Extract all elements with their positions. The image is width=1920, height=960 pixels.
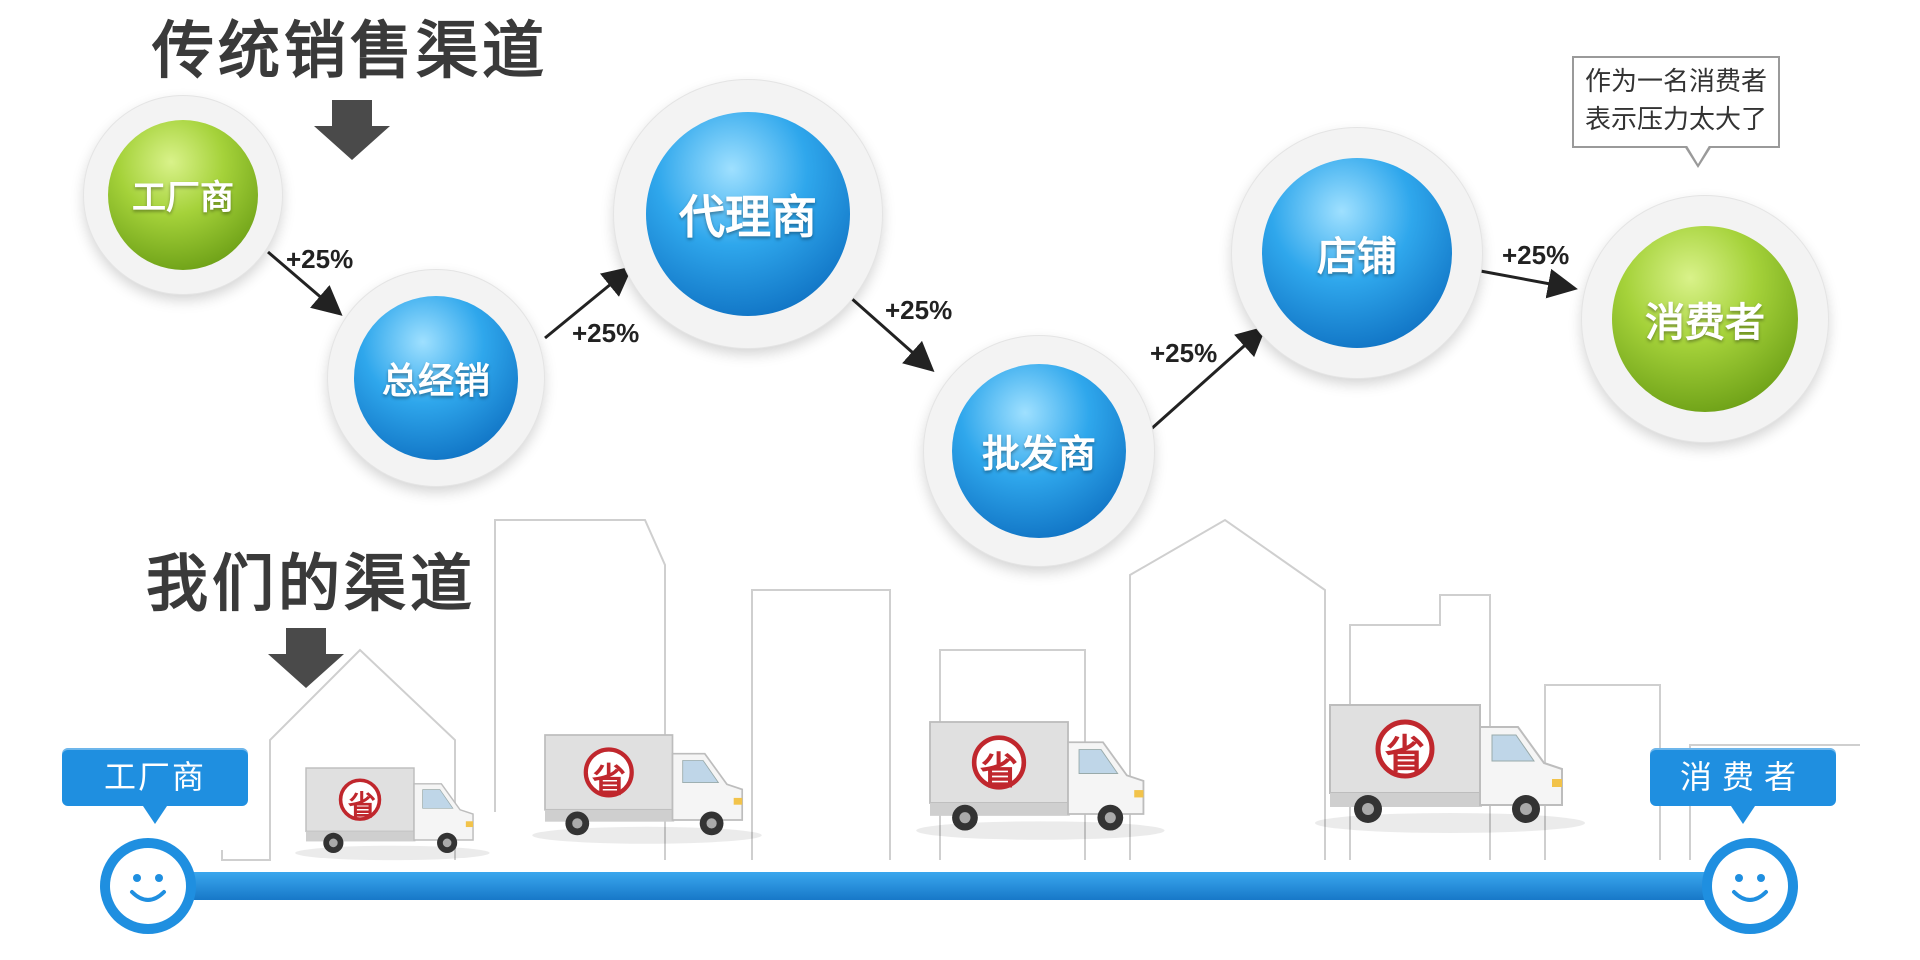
- node-label: 代理商: [678, 189, 817, 244]
- down-arrow-icon: [268, 628, 344, 688]
- node-factory: 工厂商: [84, 96, 282, 294]
- truck-1: [293, 766, 492, 862]
- down-arrow-icon: [314, 100, 390, 160]
- node-wholesaler: 批发商: [924, 336, 1154, 566]
- speech-line: 作为一名消费者: [1584, 67, 1767, 97]
- markup-label: +25%: [572, 318, 640, 348]
- markup-label: +25%: [1150, 338, 1218, 368]
- truck-mark: 省: [592, 761, 626, 801]
- truck-mark: 省: [1385, 732, 1425, 778]
- node-agent: 代理商: [614, 80, 882, 348]
- node-consumer: 消费者: [1582, 196, 1828, 442]
- speech-bubble-tail: [1684, 144, 1712, 168]
- node-label: 消费者: [1644, 299, 1765, 346]
- node-general-distributor: 总经销: [328, 270, 544, 486]
- direct-channel-bar: [150, 872, 1750, 900]
- node-label: 批发商: [981, 432, 1096, 477]
- our-channel-title: 我们的渠道: [146, 547, 477, 620]
- start-label-factory: 工厂商: [62, 748, 248, 806]
- truck-mark: 省: [347, 789, 376, 822]
- truck-2: [532, 735, 762, 844]
- tag-pointer: [143, 806, 167, 824]
- end-label-consumer: 消费者: [1650, 748, 1836, 806]
- speech-line: 表示压力太大了: [1584, 105, 1767, 135]
- consumer-smiley-icon: [1702, 838, 1798, 934]
- node-store: 店铺: [1232, 128, 1482, 378]
- traditional-channel-title: 传统销售渠道: [152, 14, 549, 87]
- tag-pointer: [1731, 806, 1755, 824]
- truck-3: [916, 722, 1164, 840]
- factory-smiley-icon: [100, 838, 196, 934]
- truck-mark: 省: [979, 749, 1018, 793]
- markup-label: +25%: [885, 295, 953, 325]
- markup-label: +25%: [286, 244, 354, 274]
- markup-label: +25%: [1502, 240, 1570, 270]
- node-label: 工厂商: [131, 178, 234, 219]
- node-label: 店铺: [1317, 234, 1397, 280]
- consumer-speech-bubble: 作为一名消费者 表示压力太大了: [1572, 56, 1780, 148]
- truck-4: [1315, 705, 1585, 833]
- node-label: 总经销: [381, 360, 490, 402]
